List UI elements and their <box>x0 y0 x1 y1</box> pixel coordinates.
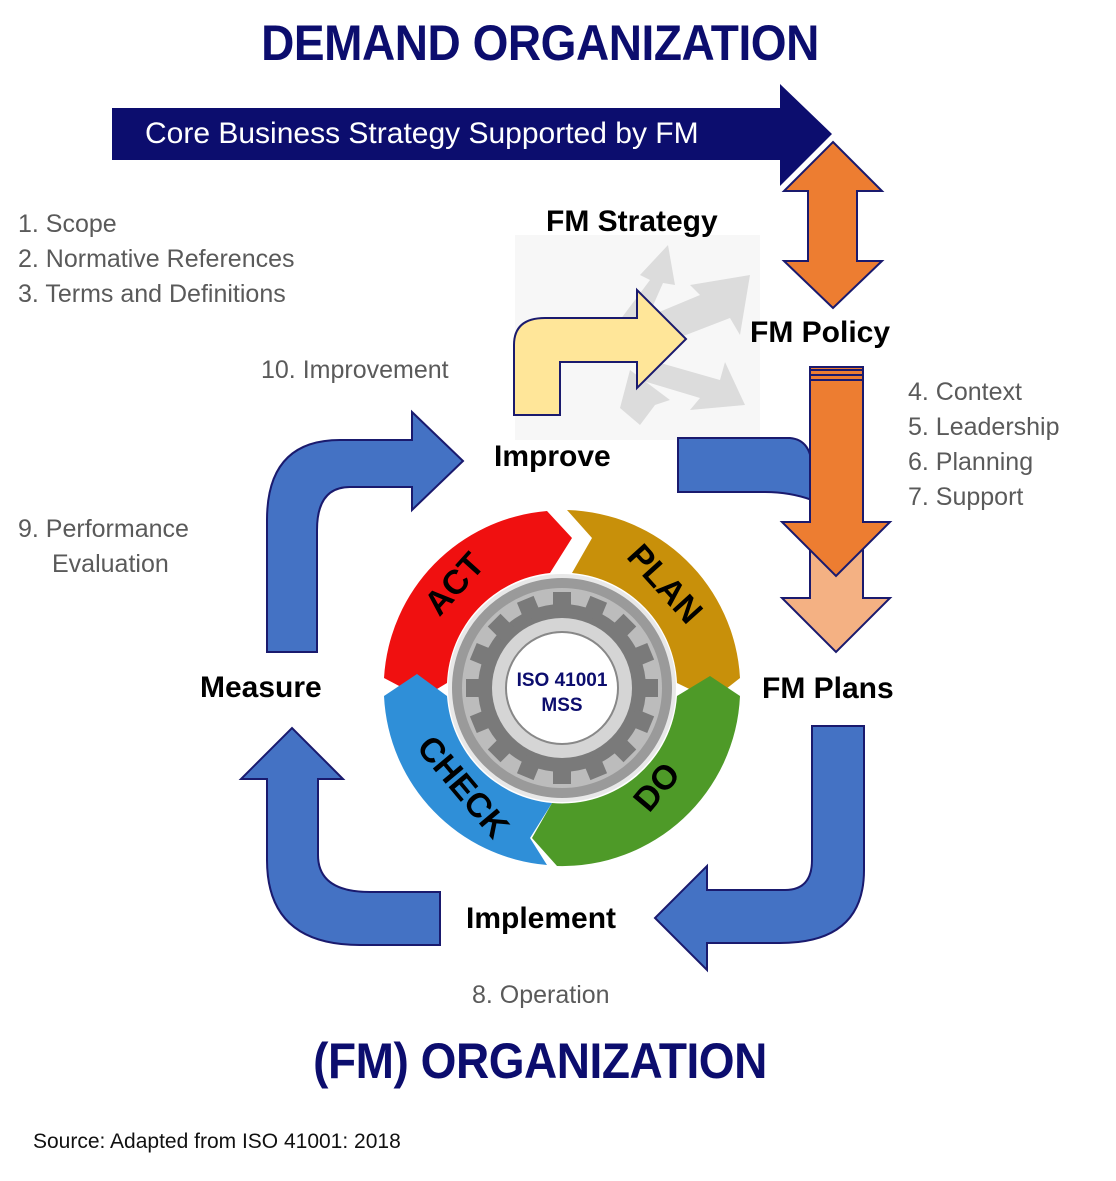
stage-fm-policy: FM Policy <box>750 316 891 349</box>
gear-tooth <box>638 679 658 697</box>
clauses-left-top: 1. Scope 2. Normative References 3. Term… <box>18 207 295 312</box>
policy-down-arrow <box>779 366 893 578</box>
banner-arrow <box>112 84 832 186</box>
gear-tooth <box>582 595 608 622</box>
stage-measure: Measure <box>200 671 322 704</box>
policy-arrow-lines <box>810 369 863 381</box>
clause-operation: 8. Operation <box>472 981 610 1009</box>
gear-tooth <box>553 764 571 784</box>
clause-item: 7. Support <box>908 483 1024 511</box>
pdca-segment-do <box>532 676 740 867</box>
clause-item: 9. Performance <box>18 515 189 543</box>
gear-tooth <box>469 708 496 734</box>
stage-implement: Implement <box>466 902 617 935</box>
banner-arrow-label: Core Business Strategy Supported by FM <box>145 117 699 150</box>
plans-to-implement-arrow <box>653 725 865 973</box>
gear-tooth <box>466 679 486 697</box>
pdca-center-line2: MSS <box>541 695 583 716</box>
bottom-title: (FM) ORGANIZATION <box>313 1033 767 1089</box>
gear-tooth <box>516 595 542 622</box>
policy-double-arrow <box>781 140 885 310</box>
stage-fm-strategy: FM Strategy <box>546 205 718 238</box>
clauses-right: 4. Context 5. Leadership 6. Planning 7. … <box>908 375 1060 515</box>
gear-tooth <box>553 592 571 612</box>
measure-to-improve-arrow <box>266 409 465 653</box>
clause-item: 2. Normative References <box>18 245 295 273</box>
clause-performance: 9. Performance Evaluation <box>18 512 189 582</box>
clause-item: 6. Planning <box>908 448 1034 476</box>
pdca-segment-plan <box>567 510 740 700</box>
clause-item: 3. Terms and Definitions <box>18 280 286 308</box>
gear-tooth <box>582 754 608 781</box>
implement-to-measure-arrow <box>238 726 441 946</box>
pdca-segment-check <box>384 674 552 865</box>
gear-tooth <box>609 613 637 641</box>
clause-item: 5. Leadership <box>908 413 1060 441</box>
clause-improvement: 10. Improvement <box>261 356 449 384</box>
source-note: Source: Adapted from ISO 41001: 2018 <box>33 1130 401 1153</box>
yellow-improve-arrow <box>513 287 688 416</box>
gear-tooth <box>487 735 515 763</box>
gear-tooth <box>628 708 655 734</box>
gear-tooth <box>469 642 496 668</box>
pdca-ring <box>384 510 740 867</box>
clause-item: 4. Context <box>908 378 1022 406</box>
top-title: DEMAND ORGANIZATION <box>261 15 819 71</box>
gear-tooth <box>609 735 637 763</box>
improve-to-plans-arrow <box>677 437 813 502</box>
clause-item: 1. Scope <box>18 210 117 238</box>
stage-fm-plans: FM Plans <box>762 672 894 705</box>
gear-tooth <box>487 613 515 641</box>
clause-item: Evaluation <box>52 550 169 578</box>
stage-improve: Improve <box>494 440 611 473</box>
pdca-center-line1: ISO 41001 <box>516 670 608 691</box>
pdca-segment-act <box>384 511 572 698</box>
gear-tooth <box>516 754 542 781</box>
gear-tooth <box>628 642 655 668</box>
